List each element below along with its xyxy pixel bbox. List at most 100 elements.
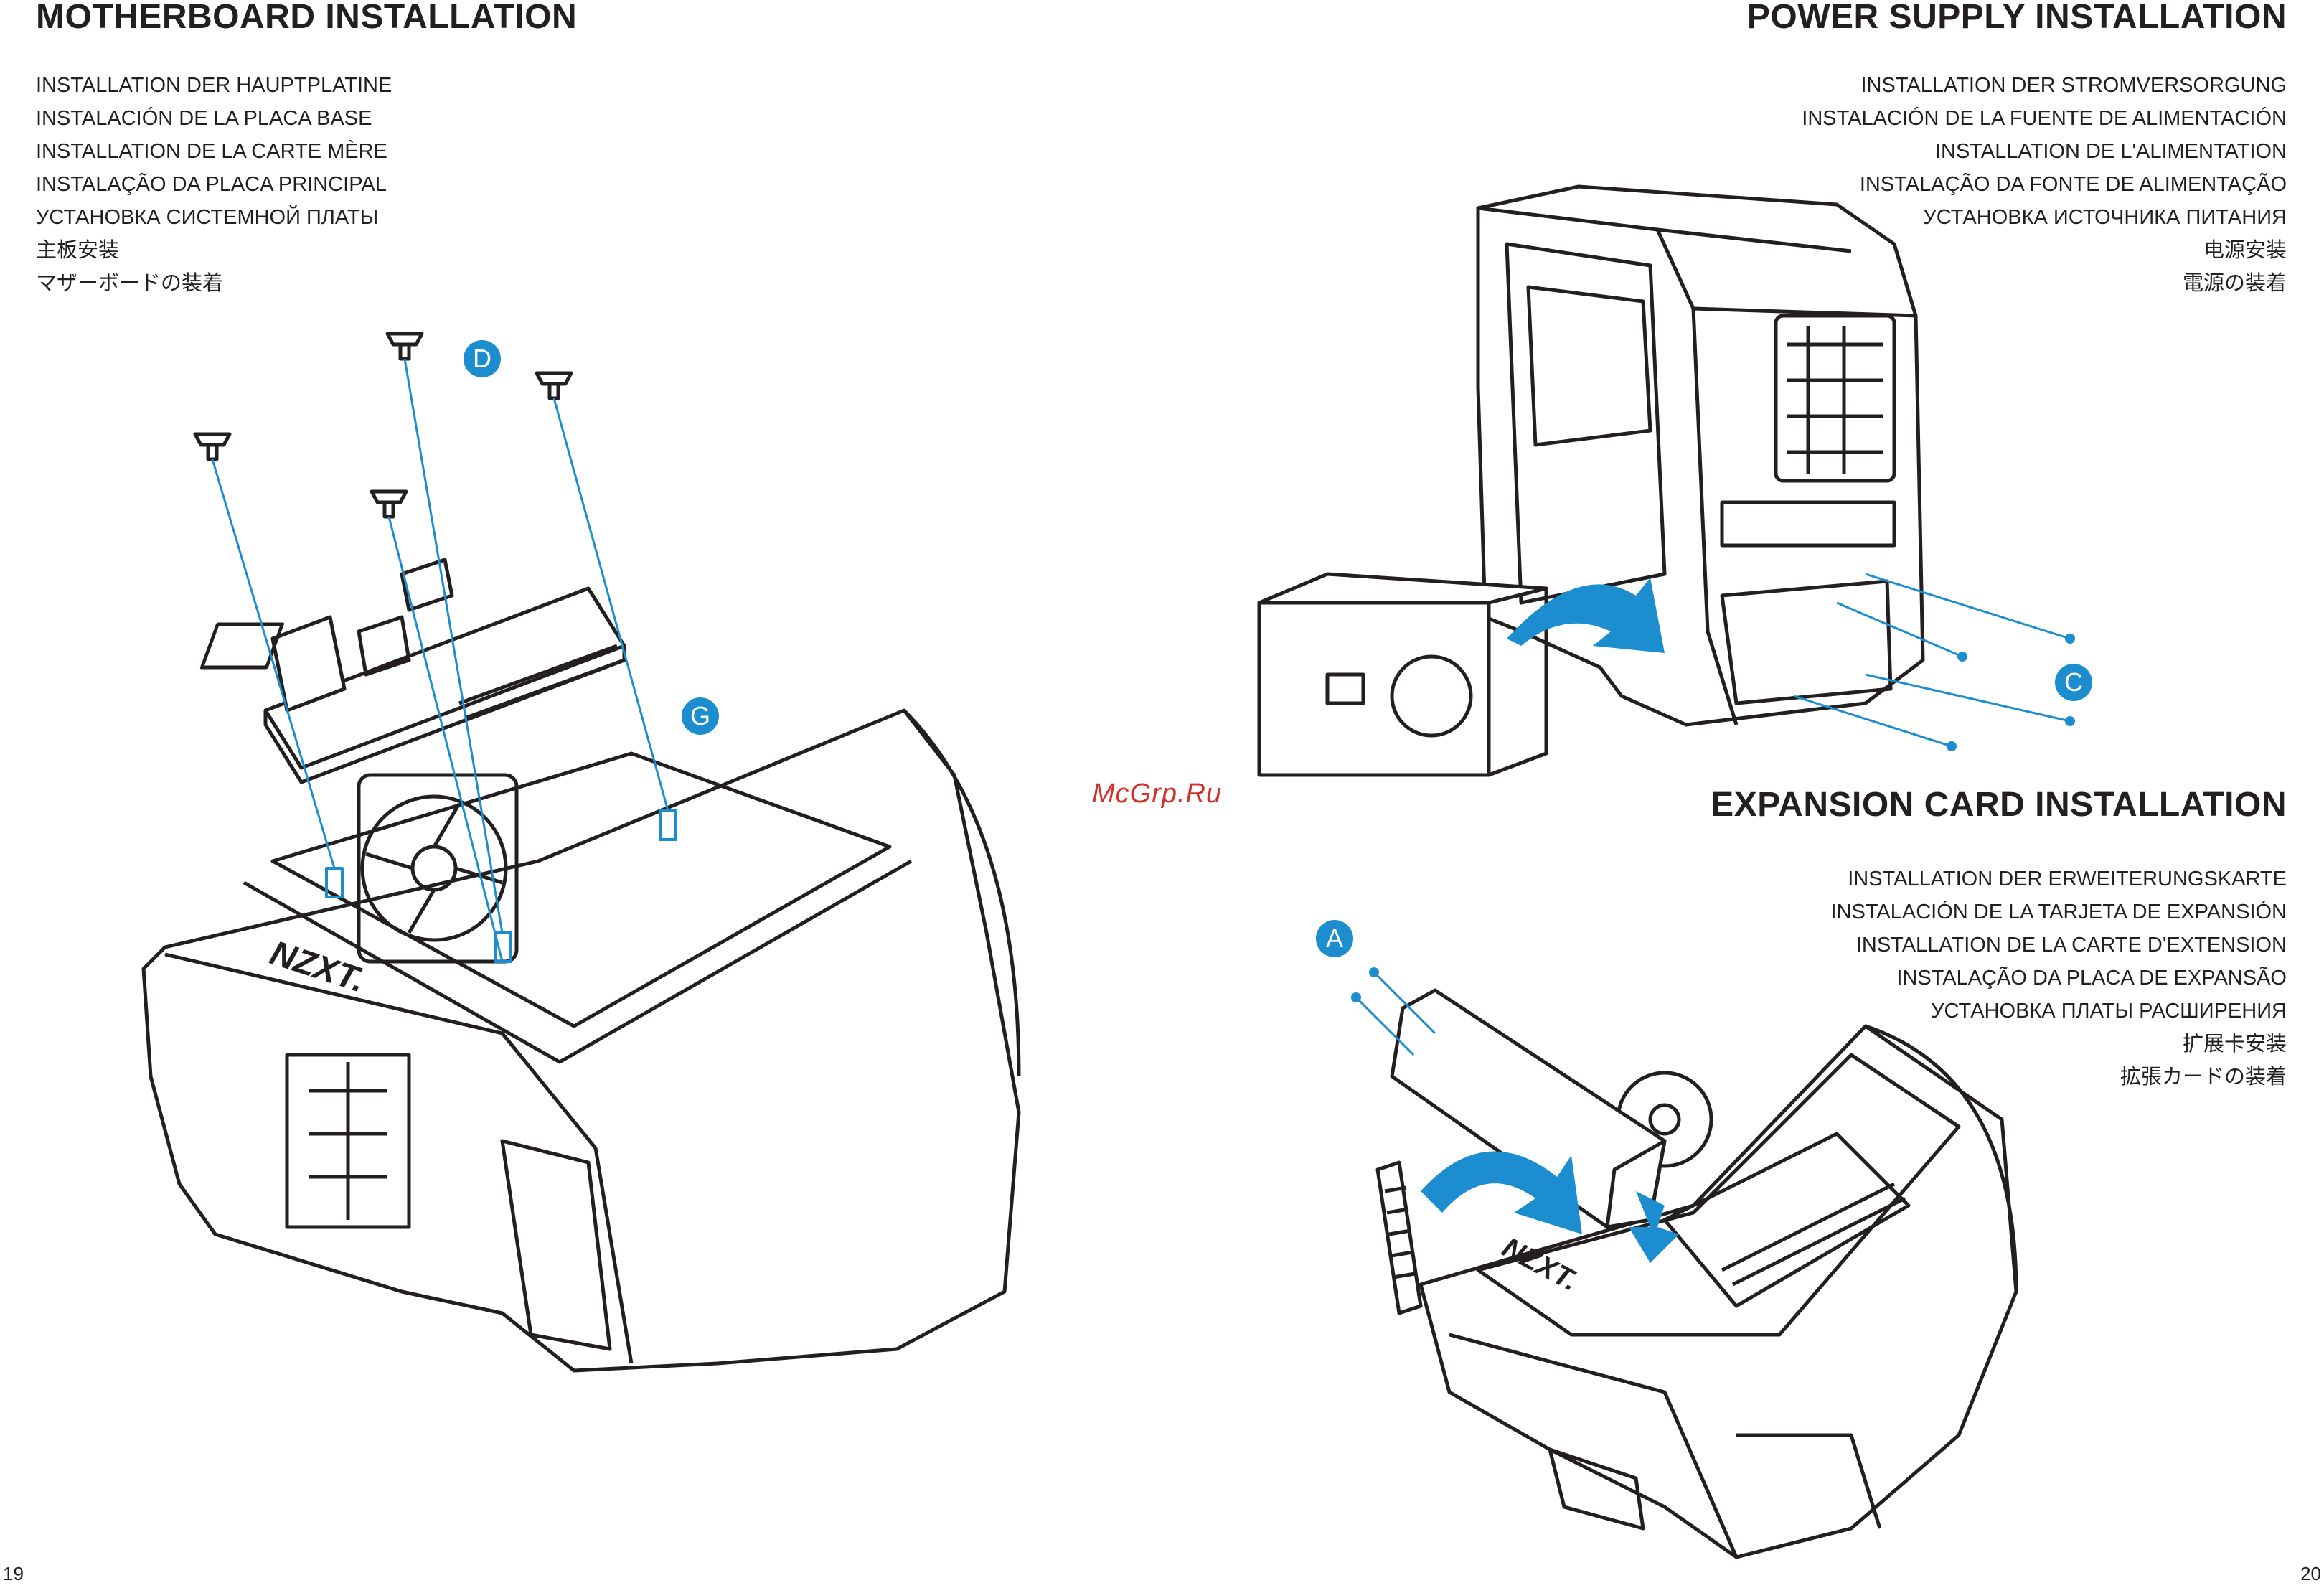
psu-unit-side	[1488, 586, 1548, 777]
psu-case-outline	[1476, 184, 1925, 727]
psu-screw-point-1	[2065, 634, 2075, 644]
case-front-grille	[285, 1053, 411, 1229]
ec-front-panel-lower	[1736, 1433, 1882, 1529]
callout-c: C	[2055, 664, 2092, 701]
psu-case-bay	[1526, 285, 1652, 447]
insert-arrow	[1507, 578, 1665, 653]
translation-ja: 電源の装着	[2182, 272, 2287, 295]
translation-pt: INSTALAÇÃO DA FONTE DE ALIMENTAÇÃO	[1859, 173, 2287, 196]
psu-guide-line-2	[1836, 601, 1963, 658]
translation-fr: INSTALLATION DE L'ALIMENTATION	[1934, 140, 2287, 163]
expansion-bracket-teeth	[1384, 1185, 1416, 1279]
ec-case-fan-hub	[1648, 1103, 1681, 1136]
translation-de: INSTALLATION DER HAUPTPLATINE	[36, 74, 392, 97]
power-supply-title: POWER SUPPLY INSTALLATION	[1746, 0, 2287, 36]
standoff-3	[659, 809, 677, 841]
motherboard-io-shield	[270, 615, 347, 713]
case-front-panel	[164, 952, 634, 1364]
watermark: McGrp.Ru	[1092, 779, 1223, 809]
ec-ram-slots	[1721, 1182, 1906, 1287]
case-body-outline	[141, 708, 1021, 1373]
ec-motherboard	[1662, 1132, 1911, 1308]
case-drive-bay	[500, 1139, 612, 1351]
screw-3	[370, 489, 408, 519]
psu-fan-grille-lines	[1787, 326, 1883, 474]
ec-case-side-curve	[1865, 1024, 2018, 1292]
translation-es: INSTALACIÓN DE LA PLACA BASE	[36, 107, 372, 130]
page-number-left: 19	[3, 1563, 24, 1584]
motherboard-ram-slots	[458, 644, 625, 720]
expansion-card-bracket	[1375, 1160, 1423, 1315]
remove-bracket-arrow	[1421, 1151, 1582, 1234]
screw-4	[535, 371, 573, 400]
psu-screw-point-2	[1957, 652, 1967, 662]
ec-case-top-opening	[1476, 1053, 1961, 1337]
psu-guide-line-3	[1865, 673, 2071, 723]
psu-screw-point-4	[1947, 741, 1957, 751]
psu-rear-fan-grille	[1774, 314, 1896, 483]
power-supply-translations: INSTALLATION DER STROMVERSORGUNG INSTALA…	[1802, 69, 2287, 300]
translation-pt: INSTALAÇÃO DA PLACA DE EXPANSÃO	[1896, 967, 2287, 990]
ec-guide-line-1	[1373, 971, 1436, 1035]
ec-front-grille	[1548, 1447, 1645, 1531]
translation-zh: 主板安装	[36, 239, 120, 262]
power-supply-illustration	[1257, 184, 2075, 777]
motherboard-title: MOTHERBOARD INSTALLATION	[36, 0, 578, 36]
power-supply-unit	[1257, 601, 1491, 777]
psu-guide-line-4	[1793, 695, 1952, 748]
translation-ja: マザーボードの装着	[36, 272, 224, 295]
psu-screw-point-3	[2065, 716, 2075, 726]
insert-card-arrow	[1629, 1191, 1679, 1263]
translation-ru: УСТАНОВКА ПЛАТЫ РАСШИРЕНИЯ	[1931, 1000, 2287, 1023]
psu-guide-line-1	[1865, 573, 2071, 640]
ec-screw-point-2	[1351, 992, 1361, 1002]
psu-unit-power-socket	[1325, 672, 1365, 705]
guide-line-4	[552, 398, 669, 812]
motherboard-illustration	[141, 332, 1021, 1373]
translation-es: INSTALACIÓN DE LA FUENTE DE ALIMENTACIÓN	[1802, 107, 2287, 130]
case-fan	[360, 794, 508, 942]
motherboard-components	[357, 558, 454, 677]
screw-1	[193, 432, 232, 461]
translation-pt: INSTALAÇÃO DA PLACA PRINCIPAL	[36, 173, 387, 196]
callout-g: G	[682, 697, 719, 735]
translation-zh: 电源安装	[2203, 239, 2287, 262]
callout-a: A	[1316, 920, 1353, 957]
psu-unit-fan	[1390, 654, 1473, 738]
translation-ru: УСТАНОВКА ИСТОЧНИКА ПИТАНИЯ	[1923, 206, 2287, 229]
ec-screw-point-1	[1369, 967, 1379, 977]
callout-d: D	[464, 340, 501, 377]
expansion-card-translations: INSTALLATION DER ERWEITERUNGSKARTE INSTA…	[1831, 863, 2287, 1094]
guide-line-2	[403, 358, 504, 934]
translation-fr: INSTALLATION DE LA CARTE D'EXTENSION	[1855, 934, 2287, 957]
case-fan-mount	[357, 773, 519, 964]
psu-bay-opening	[1720, 579, 1893, 705]
translation-es: INSTALACIÓN DE LA TARJETA DE EXPANSIÓN	[1830, 901, 2287, 924]
expansion-card-title: EXPANSION CARD INSTALLATION	[1711, 786, 2287, 824]
motherboard-chipset	[199, 622, 285, 670]
translation-ja: 拡張カードの装着	[2120, 1066, 2287, 1089]
ec-guide-line-2	[1355, 996, 1415, 1056]
guide-line-1	[211, 459, 336, 869]
psu-case-interior	[1505, 242, 1667, 605]
guide-line-3	[387, 516, 504, 962]
translation-de: INSTALLATION DER STROMVERSORGUNG	[1860, 74, 2287, 97]
translation-de: INSTALLATION DER ERWEITERUNGSKARTE	[1848, 868, 2287, 891]
page-number-right: 20	[2300, 1563, 2321, 1584]
case-top-edge	[243, 859, 913, 1064]
motherboard-translations: INSTALLATION DER HAUPTPLATINE INSTALACIÓ…	[36, 69, 392, 300]
translation-ru: УСТАНОВКА СИСТЕМНОЙ ПЛАТЫ	[36, 206, 379, 229]
translation-zh: 扩展卡安装	[2182, 1033, 2287, 1056]
standoff-2	[494, 931, 512, 963]
expansion-card-illustration	[1351, 967, 2018, 1559]
ec-case-outline	[1419, 1024, 2018, 1559]
psu-case-top	[1477, 206, 1916, 318]
case-inner-frame	[270, 751, 892, 1028]
case-side-curve	[903, 709, 1021, 1077]
translation-fr: INSTALLATION DE LA CARTE MÈRE	[36, 140, 387, 163]
psu-case-front	[1691, 308, 1739, 725]
case-fan-blades	[365, 802, 503, 934]
ec-case-front	[1449, 1333, 1739, 1558]
screw-2	[385, 332, 424, 361]
case-grille-lines	[309, 1062, 387, 1220]
